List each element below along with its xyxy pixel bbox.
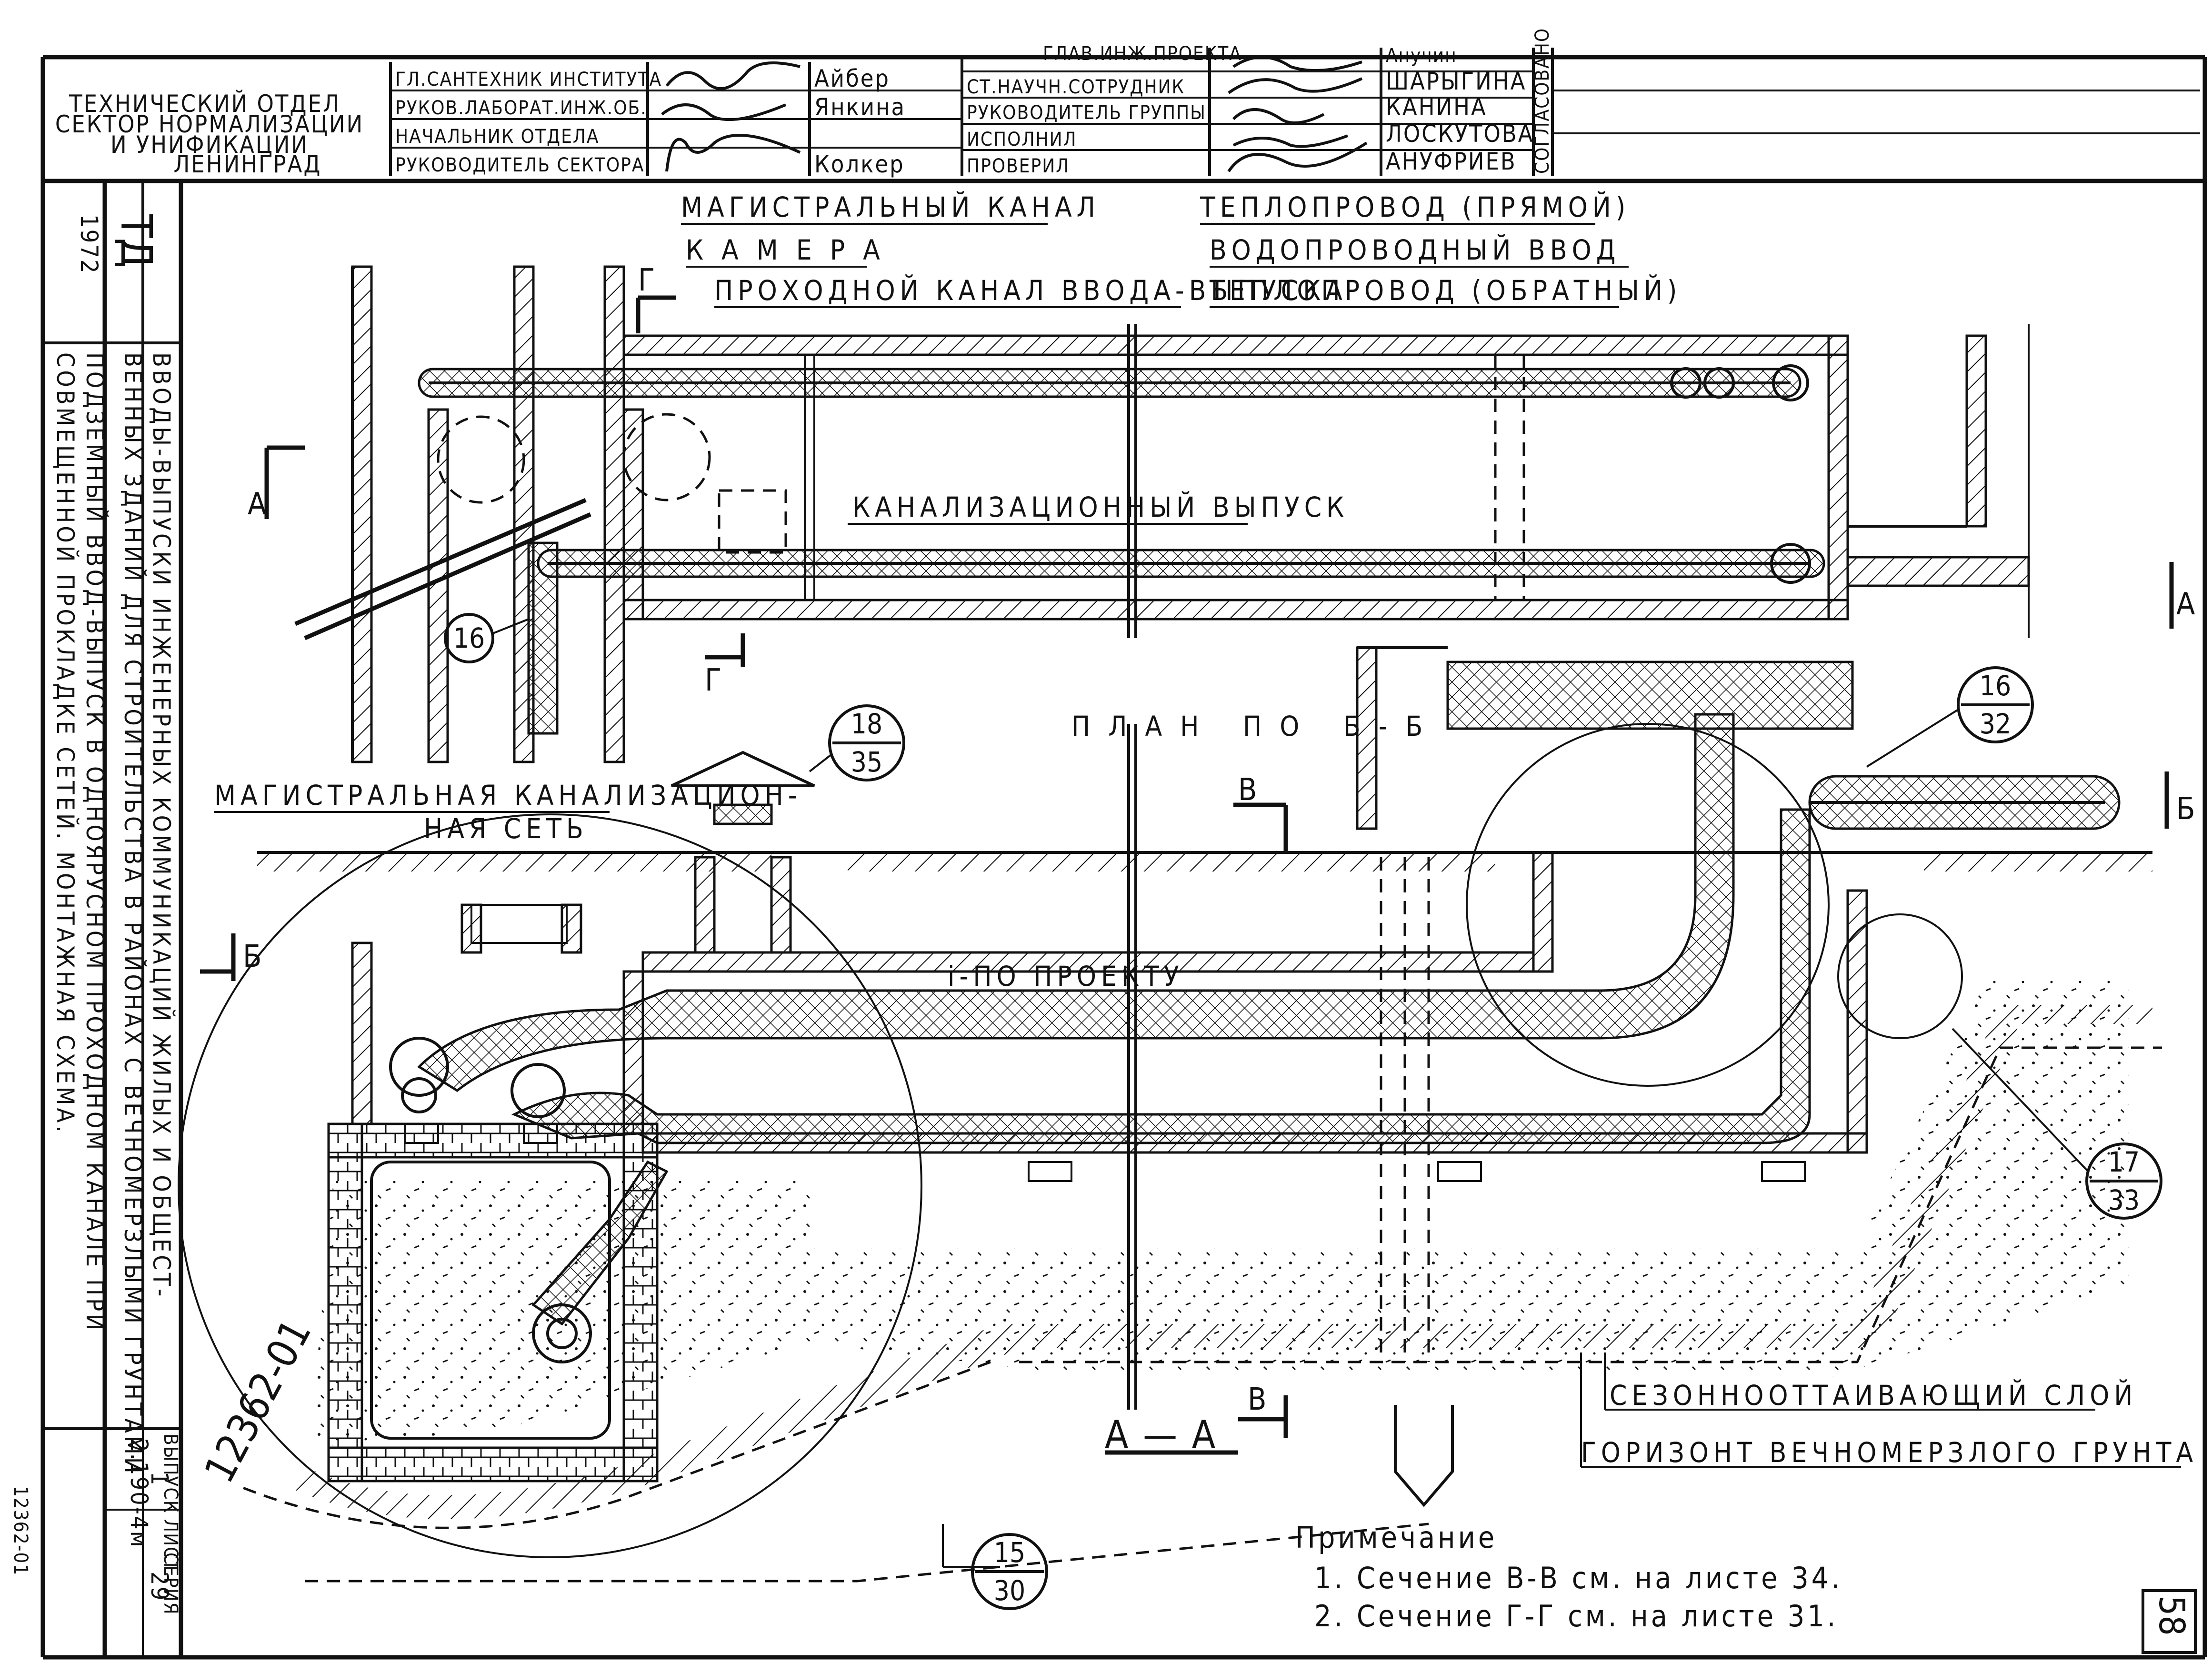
name-anufriev: АНУФРИЕВ [1386,148,1517,175]
label-heat-supply: ТЕПЛОПРОВОД (ПРЯМОЙ) [1200,190,1630,223]
side-subtitle-line2: СОВМЕЩЕННОЙ ПРОКЛАДКЕ СЕТЕЙ. МОНТАЖНАЯ С… [51,352,80,1135]
signature-anufriev [1227,141,1368,172]
callout-18-35-top: 18 [851,708,882,740]
signature-kolker [665,134,801,172]
role-chief-engineer: ГЛАВ.ИНЖ.ПРОЕКТА [1043,43,1242,65]
note-line1: 1. Сечение В-В см. на листе 34. [1314,1561,1842,1595]
page-number: 58 [2151,1595,2192,1636]
label-sewer-net-1: МАГИСТРАЛЬНАЯ КАНАЛИЗАЦИОН- [214,779,802,811]
signature-loskutova [1232,134,1349,148]
label-plan: ПЛАН ПО Б-Б [1071,710,1441,742]
cut-mark-g-top: Г [638,263,655,298]
label-chamber: КАМЕРА [686,234,898,266]
label-section-aa: А — А [1105,1413,1217,1457]
callout-17-33-bottom: 33 [2108,1184,2140,1216]
agreed-label: СОГЛАСОВАНО [1531,28,1553,174]
cut-mark-g-bottom: Г [705,663,721,698]
role-dept-head: НАЧАЛЬНИК ОТДЕЛА [395,126,600,148]
label-sewer-outlet: КАНАЛИЗАЦИОННЫЙ ВЫПУСК [852,491,1349,523]
sheet-frame [40,55,2207,1660]
side-code: ТД [111,214,161,268]
side-title-line1: ВВОДЫ-ВЫПУСКИ ИНЖЕНЕРНЫХ КОММУНИКАЦИЙ ЖИ… [148,352,176,1299]
title-block: ТЕХНИЧЕСКИЙ ОТДЕЛ СЕКТОР НОРМАЛИЗАЦИИ И … [55,28,2200,178]
org-line4: ЛЕНИНГРАД [173,150,321,178]
label-thaw-layer: СЕЗОННООТТАИВАЮЩИЙ СЛОЙ [1610,1379,2137,1412]
cut-mark-a-right: А [2176,587,2195,622]
callout-15-30-bottom: 30 [994,1574,1025,1607]
name-loskutova: ЛОСКУТОВА [1386,120,1534,148]
label-main-channel: МАГИСТРАЛЬНЫЙ КАНАЛ [681,190,1100,223]
side-title-line2: ВЕННЫХ ЗДАНИЙ ДЛЯ СТРОИТЕЛЬСТВА В РАЙОНА… [119,352,147,1476]
org-line1: ТЕХНИЧЕСКИЙ ОТДЕЛ [69,90,340,118]
org-line3: И УНИФИКАЦИИ [110,131,309,159]
callout-16-32: 16 32 [1866,666,2034,768]
role-executed: ИСПОЛНИЛ [967,129,1077,150]
name-kolker: Колкер [814,150,905,178]
cut-mark-b-left: Б [243,939,262,974]
label-water-input: ВОДОПРОВОДНЫЙ ВВОД [1210,233,1620,266]
signature-anuchin [1232,56,1362,72]
label-per-project: i-ПО ПРОЕКТУ [948,960,1184,992]
sheet-value: 29 [146,1572,173,1602]
callout-18-35-bottom: 35 [851,746,882,778]
callout-16-32-top: 16 [1980,670,2011,702]
note-line2: 2. Сечение Г-Г см. на листе 31. [1314,1599,1838,1633]
label-pass-channel: ПРОХОДНОЙ КАНАЛ ВВОДА-ВЫПУСКА [714,274,1347,307]
cut-mark-a-left: А [248,487,266,522]
margin-code: 12362-01 [10,1486,31,1576]
side-panel: 1972 ТД ВВОДЫ-ВЫПУСКИ ИНЖЕНЕРНЫХ КОММУНИ… [10,181,183,1657]
callout-18-35: 18 35 [809,704,905,781]
callout-16-32-bottom: 32 [1980,708,2011,740]
name-kanina: КАНИНА [1386,93,1487,121]
issue-label: ВЫПУСК [160,1433,181,1513]
signature-kanina [1232,108,1325,124]
org-line2: СЕКТОР НОРМАЛИЗАЦИИ [55,110,364,138]
signature-aiber [665,61,801,90]
role-sector-head: РУКОВОДИТЕЛЬ СЕКТОРА [395,154,644,176]
name-aiber: Айбер [814,65,890,92]
series-value: 2.190-4м [125,1438,153,1549]
notes: Примечание 1. Сечение В-В см. на листе 3… [1295,1520,1842,1633]
plan-view [264,265,2174,763]
role-group-head: РУКОВОДИТЕЛЬ ГРУППЫ [967,102,1206,124]
handwritten-stamp: 12362-01 [195,1312,320,1491]
role-checked: ПРОВЕРИЛ [967,155,1070,177]
name-sharygina: ШАРЫГИНА [1386,68,1526,95]
sheet-label: ЛИСТ [160,1519,181,1571]
label-sewer-net-2: НАЯ СЕТЬ [424,812,588,845]
issue-value: 1 [146,1472,173,1487]
callout-16-top: 16 [453,622,485,654]
label-permafrost: ГОРИЗОНТ ВЕЧНОМЕРЗЛОГО ГРУНТА [1581,1436,2198,1469]
drawing-labels: МАГИСТРАЛЬНЫЙ КАНАЛ КАМЕРА ПРОХОДНОЙ КАН… [214,190,2198,1469]
callout-16: 16 [444,613,529,663]
callout-17-33: 17 33 [1952,1028,2162,1220]
cut-mark-v-top: В [1238,772,1257,808]
series-label: СЕРИЯ [160,1553,181,1615]
signature-sharygina [1228,77,1363,94]
cut-mark-v-bottom: В [1248,1382,1267,1417]
side-subtitle-line1: ПОДЗЕМНЫЙ ВВОД-ВЫПУСК В ОДНОЯРУСНОМ ПРОХ… [81,352,109,1333]
role-lab-head: РУКОВ.ЛАБОРАТ.ИНЖ.ОБ. [395,97,647,119]
callout-15-30: 15 30 [971,1533,1048,1610]
note-title: Примечание [1295,1520,1497,1555]
section-view [178,646,2181,1583]
signature-yankina [661,103,787,121]
role-senior-researcher: СТ.НАУЧН.СОТРУДНИК [967,76,1185,98]
side-year: 1972 [75,214,103,274]
page-number-box: 58 [2142,1589,2197,1654]
name-anuchin: Анучин [1386,45,1457,67]
callout-17-33-top: 17 [2108,1146,2140,1178]
role-chief-plumber: ГЛ.САНТЕХНИК ИНСТИТУТА [395,69,662,90]
callout-15-30-top: 15 [994,1536,1025,1569]
label-heat-return: ТЕПЛОПРОВОД (ОБРАТНЫЙ) [1209,274,1682,307]
name-yankina: Янкина [814,93,906,121]
cut-mark-b-right: Б [2176,791,2195,827]
